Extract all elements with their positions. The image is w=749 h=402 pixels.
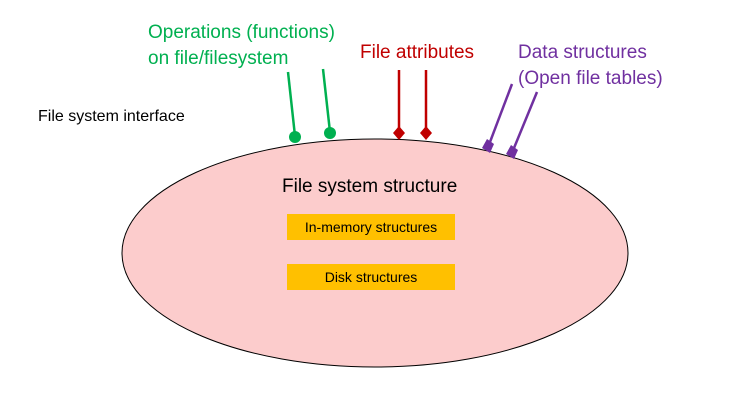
file-attributes-label: File attributes	[360, 42, 475, 63]
attributes-arrow-1-head	[393, 126, 405, 140]
operations-arrows	[286, 68, 336, 143]
attributes-arrows	[393, 70, 432, 140]
file-system-interface-label: File system interface	[38, 108, 185, 125]
in-memory-structures-box: In-memory structures	[304, 219, 438, 235]
file-system-structure-title: File system structure	[282, 176, 458, 197]
operations-arrow-1-head	[289, 131, 301, 143]
operations-label: Operations (functions) on file/filesyste…	[148, 20, 335, 72]
file-system-structure-ellipse	[121, 138, 629, 368]
data-structures-label: Data structures (Open file tables)	[518, 40, 663, 92]
disk-structures-box: Disk structures	[324, 269, 418, 285]
operations-arrow-1-line	[286, 71, 297, 137]
operations-label-line-1: Operations (functions)	[148, 22, 335, 43]
operations-arrow-2-line	[321, 68, 332, 133]
attributes-arrow-2-head	[420, 126, 432, 140]
operations-label-line-2: on file/filesystem	[148, 48, 289, 69]
operations-arrow-2-head	[324, 127, 336, 139]
data-structures-arrow-1-head	[482, 139, 494, 153]
data-structures-arrow-1-line	[488, 83, 514, 143]
in-memory-structures-box-fill	[287, 214, 455, 240]
data-structures-arrow-2-head	[506, 145, 518, 159]
disk-structures-box-fill	[287, 264, 455, 290]
data-structures-label-line-1: Data structures	[518, 42, 647, 63]
data-structures-arrows	[482, 83, 539, 159]
data-structures-arrow-2-line	[512, 91, 539, 149]
data-structures-label-line-2: (Open file tables)	[518, 68, 663, 89]
